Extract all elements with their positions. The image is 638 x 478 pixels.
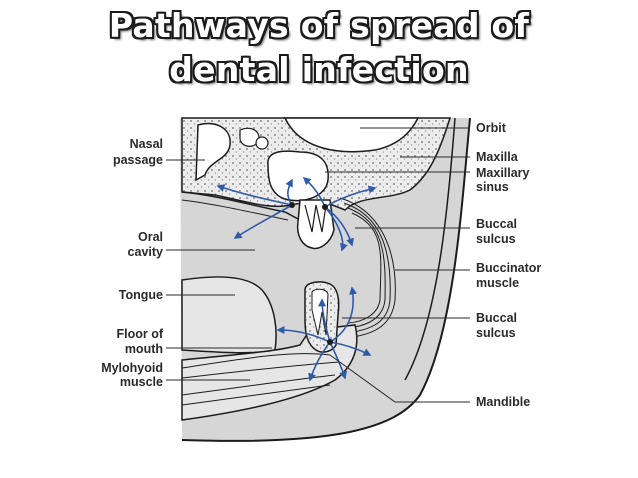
mandible-bone — [181, 324, 358, 421]
label-mylohyoid-2: muscle — [120, 375, 163, 389]
slide-title: Pathways of spread of dental infection — [0, 4, 638, 92]
palate-inner — [181, 199, 289, 221]
label-oral-cavity-2: cavity — [128, 245, 163, 259]
title-line-2: dental infection — [169, 50, 469, 89]
label-maxillary-sinus-2: sinus — [476, 180, 509, 194]
label-orbit: Orbit — [476, 121, 507, 135]
lower-tooth — [304, 281, 340, 353]
label-oral-cavity-1: Oral — [138, 230, 163, 244]
title-line-1: Pathways of spread of — [108, 6, 530, 45]
label-tongue: Tongue — [119, 288, 163, 302]
label-nasal-passage-1: Nasal — [130, 137, 163, 151]
upper-apex-dot — [289, 202, 295, 208]
label-buccal-sulcus-lower-2: sulcus — [476, 326, 516, 340]
upper-apex-dot-2 — [322, 204, 328, 210]
label-nasal-passage-2: passage — [113, 153, 163, 167]
label-buccinator-1: Buccinator — [476, 261, 541, 275]
label-buccinator-2: muscle — [476, 276, 519, 290]
label-buccal-sulcus-upper-1: Buccal — [476, 217, 517, 231]
lower-apex-dot — [327, 339, 333, 345]
label-mandible: Mandible — [476, 395, 530, 409]
label-mylohyoid-1: Mylohyoid — [101, 361, 163, 375]
upper-tooth — [296, 199, 335, 250]
buccinator-muscle — [339, 197, 396, 339]
leader-lines — [166, 127, 470, 403]
tongue-region — [181, 276, 277, 354]
label-buccal-sulcus-lower-1: Buccal — [476, 311, 517, 325]
maxilla-bone — [181, 117, 452, 211]
label-maxilla: Maxilla — [476, 150, 519, 164]
label-buccal-sulcus-upper-2: sulcus — [476, 232, 516, 246]
infection-arrows — [216, 176, 377, 382]
label-floor-of-mouth-2: mouth — [125, 342, 163, 356]
label-maxillary-sinus-1: Maxillary — [476, 166, 530, 180]
label-floor-of-mouth-1: Floor of — [116, 327, 163, 341]
